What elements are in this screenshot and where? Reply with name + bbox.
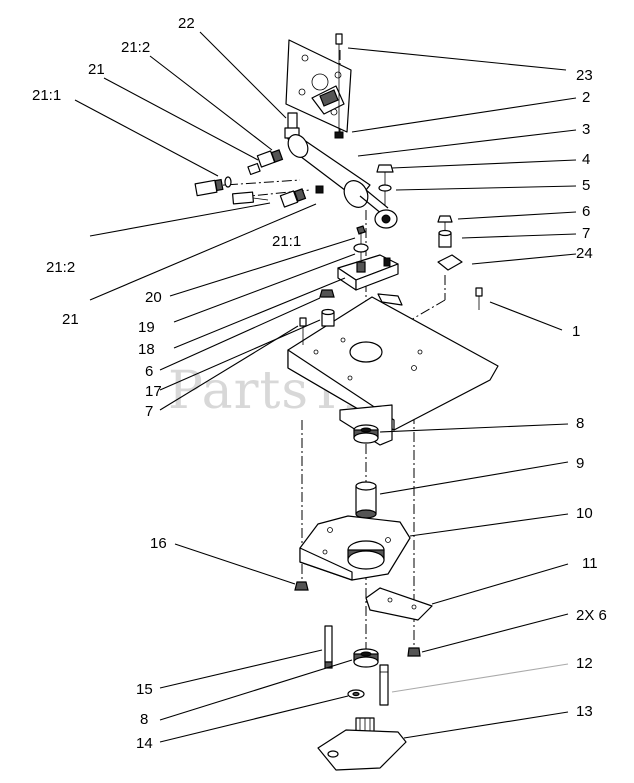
part-21-fitting-mid bbox=[279, 185, 324, 208]
callout-7-mid: 7 bbox=[145, 403, 153, 420]
callout-6-mid: 6 bbox=[145, 363, 153, 380]
part-20-bolt bbox=[356, 225, 366, 260]
part-17-spacer bbox=[321, 308, 335, 327]
part-24-clip bbox=[437, 254, 463, 271]
part-16-bolt bbox=[294, 581, 309, 591]
callout-8-top: 8 bbox=[576, 415, 584, 432]
callout-15: 15 bbox=[136, 681, 153, 698]
callout-24: 24 bbox=[576, 245, 593, 262]
part-1-main-plate bbox=[287, 293, 499, 446]
part-12-bolt bbox=[379, 664, 389, 706]
callout-21-1-mid: 21:1 bbox=[272, 233, 301, 250]
callout-10: 10 bbox=[576, 505, 593, 522]
callout-11: 11 bbox=[582, 555, 598, 572]
callout-22: 22 bbox=[178, 15, 195, 32]
callout-14: 14 bbox=[136, 735, 153, 752]
callout-2x6: 2X 6 bbox=[576, 607, 607, 624]
callout-1: 1 bbox=[572, 323, 580, 340]
callout-4: 4 bbox=[582, 151, 590, 168]
callout-20: 20 bbox=[145, 289, 162, 306]
part-21-2-fitting-mid bbox=[232, 191, 269, 205]
callout-21-top: 21 bbox=[88, 61, 105, 78]
callout-21-2-top: 21:2 bbox=[121, 39, 150, 56]
callout-21-1-top: 21:1 bbox=[32, 87, 61, 104]
callout-19: 19 bbox=[138, 319, 155, 336]
part-21-fitting-top bbox=[247, 149, 284, 176]
part-23-bolt bbox=[334, 33, 344, 139]
callout-9: 9 bbox=[576, 455, 584, 472]
part-6-nut-top bbox=[437, 215, 453, 232]
part-7-spacer-top bbox=[438, 229, 452, 248]
callout-2: 2 bbox=[582, 89, 590, 106]
part-10-mount-plate bbox=[299, 515, 411, 581]
callout-5: 5 bbox=[582, 177, 590, 194]
part-14-washer bbox=[347, 689, 365, 699]
part-6-nut-mid bbox=[319, 289, 335, 298]
part-11-bracket bbox=[365, 587, 433, 621]
callout-6-top: 6 bbox=[582, 203, 590, 220]
callout-21-2-mid: 21:2 bbox=[46, 259, 75, 276]
callout-13: 13 bbox=[576, 703, 593, 720]
leader-lines bbox=[74, 31, 577, 743]
callout-16: 16 bbox=[150, 535, 167, 552]
callout-12: 12 bbox=[576, 655, 593, 672]
part-8-bearing-bottom bbox=[353, 648, 379, 668]
callout-3: 3 bbox=[582, 121, 590, 138]
part-7-bolt-mid bbox=[299, 317, 307, 345]
callout-17: 17 bbox=[145, 383, 162, 400]
part-23-bracket-plate bbox=[285, 39, 352, 133]
part-8-bearing-top bbox=[353, 424, 379, 444]
callout-21-mid: 21 bbox=[62, 311, 79, 328]
part-9-bushing bbox=[355, 481, 377, 519]
part-18-clamp-block bbox=[337, 254, 399, 291]
part-1-bolt bbox=[475, 287, 483, 310]
part-2x6-nut bbox=[407, 647, 421, 657]
callout-18: 18 bbox=[138, 341, 155, 358]
part-3-hydraulic-cylinder bbox=[287, 134, 398, 229]
callout-labels: 22 21:2 21 21:1 23 2 3 4 5 6 7 24 21:1 2… bbox=[32, 15, 607, 752]
part-15-stud bbox=[324, 625, 333, 669]
callout-7-top: 7 bbox=[582, 225, 590, 242]
part-19-washer bbox=[353, 243, 369, 253]
part-5-washer bbox=[378, 184, 392, 192]
callout-8-bottom: 8 bbox=[140, 711, 148, 728]
callout-23: 23 bbox=[576, 67, 593, 84]
part-21-1-fitting-top bbox=[194, 176, 232, 197]
part-13-fork bbox=[317, 717, 407, 771]
